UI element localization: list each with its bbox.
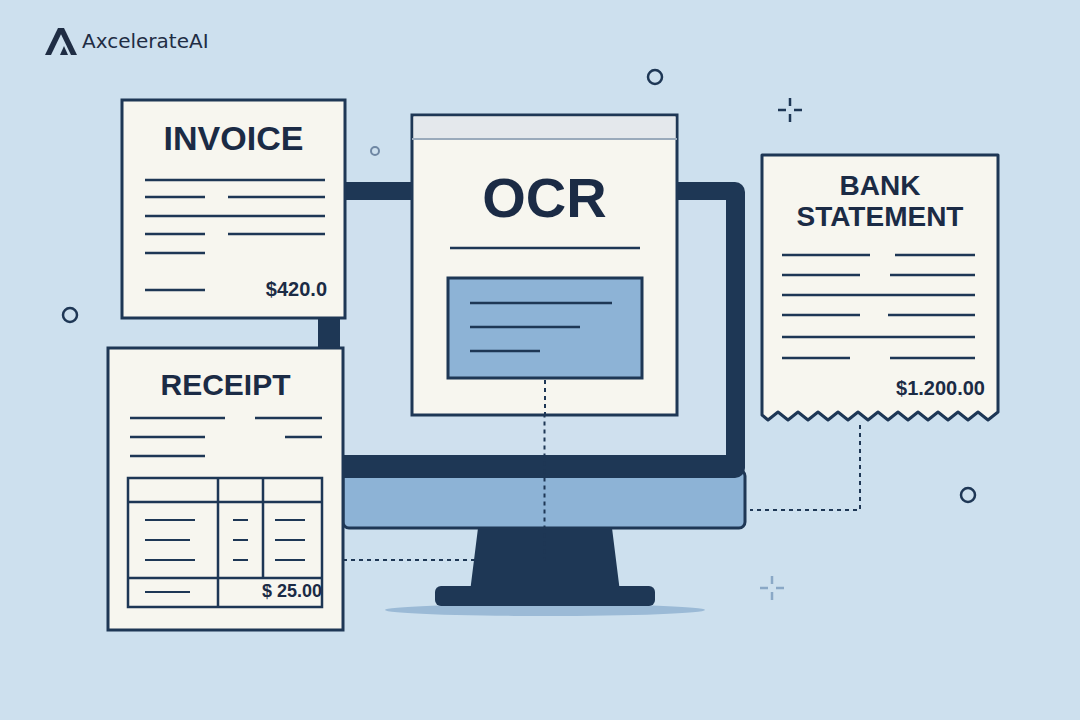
dashed-connector <box>343 415 545 560</box>
doc-title: RECEIPT <box>108 368 343 401</box>
window-title: OCR <box>412 167 677 229</box>
bank-statement-node: BANK STATEMENT $1.200.00 <box>762 155 998 417</box>
receipt-doc <box>108 348 343 630</box>
dashed-lead <box>750 425 860 510</box>
receipt-doc-node: RECEIPT $ 25.00 <box>108 348 343 630</box>
amount: $ 25.00 <box>222 582 322 602</box>
ocr-window <box>412 115 677 415</box>
invoice-doc <box>122 100 345 318</box>
doc-title: INVOICE <box>122 120 345 157</box>
ocr-window-node: OCR <box>412 115 677 415</box>
amount: $420.0 <box>217 278 327 300</box>
bank-statement-doc <box>762 155 998 420</box>
invoice-doc-node: INVOICE $420.0 <box>122 100 345 318</box>
doc-title: BANK STATEMENT <box>770 171 990 233</box>
brand-name: AxcelerateAI <box>82 29 209 53</box>
amount: $1.200.00 <box>850 377 985 399</box>
logo-icon <box>45 28 77 55</box>
